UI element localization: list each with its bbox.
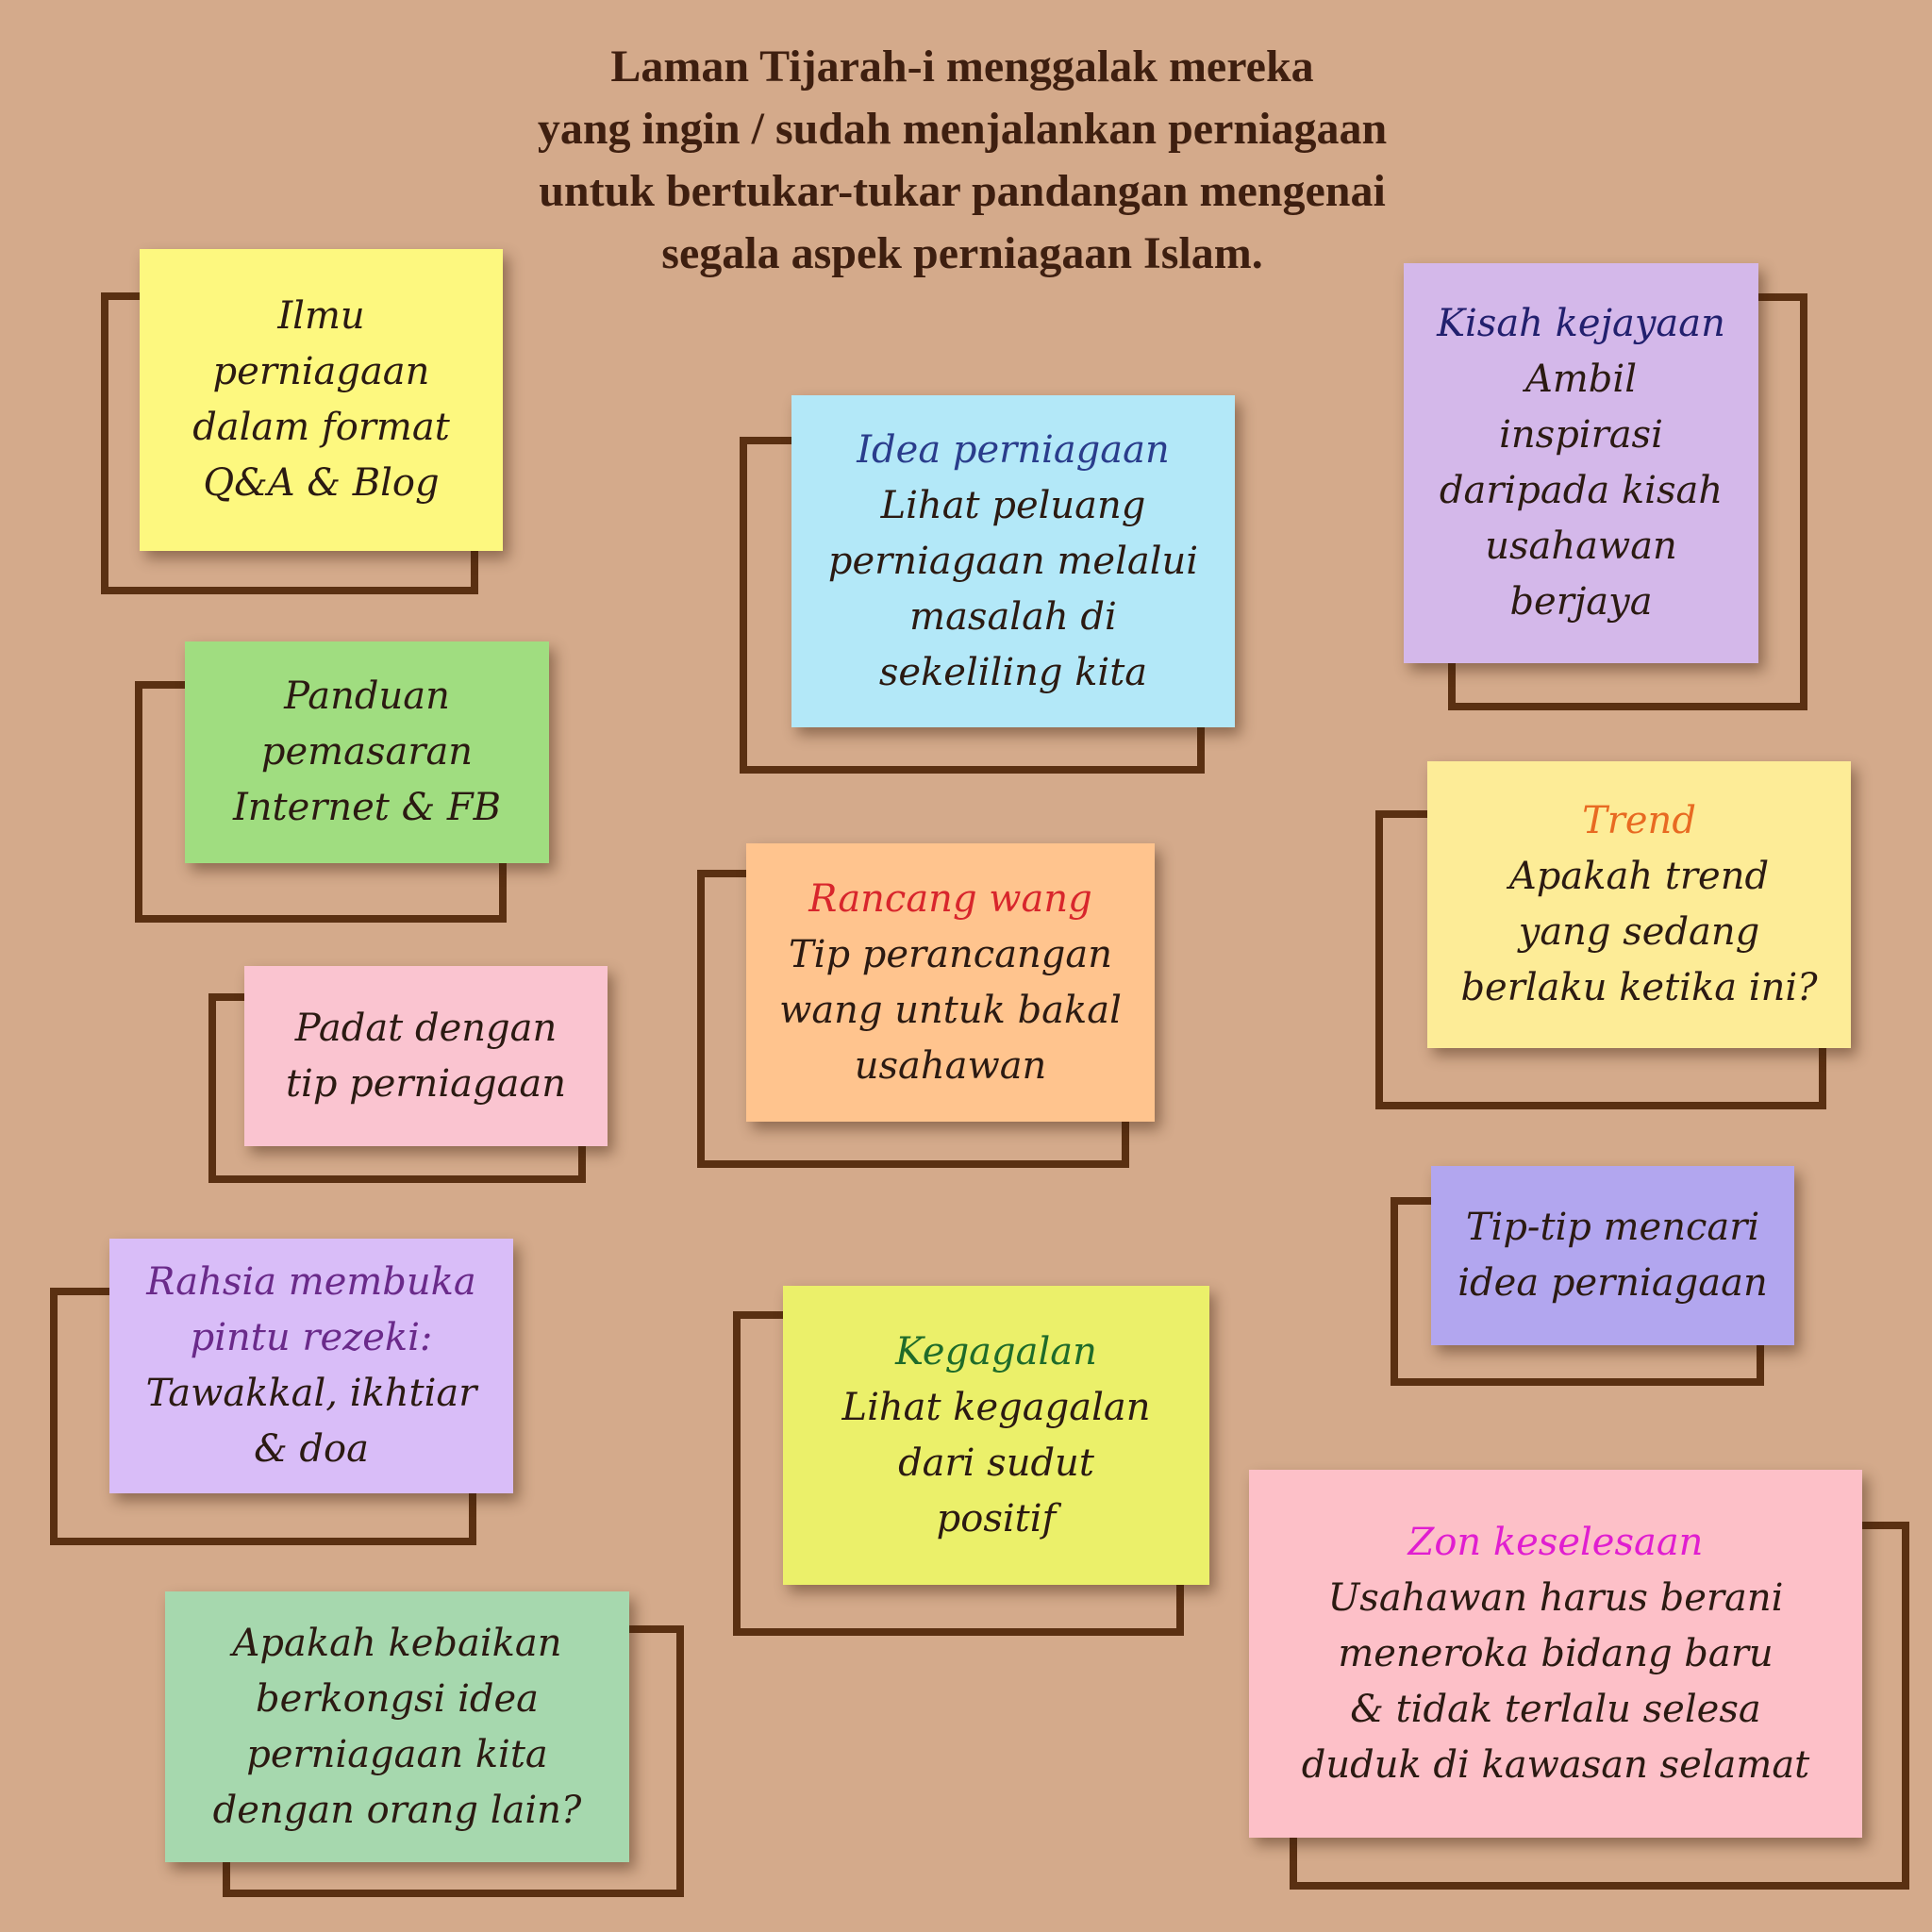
note-rancang: Rancang wang Tip perancangan wang untuk … [746,843,1155,1122]
note-body: Apakah kebaikan berkongsi idea perniagaa… [212,1621,582,1832]
note-idea: Idea perniagaan Lihat peluang perniagaan… [791,395,1235,727]
headline-line: untuk bertukar-tukar pandangan mengenai [539,166,1386,216]
note-kisah: Kisah kejayaan Ambil inspirasi daripada … [1404,263,1758,663]
note-kegagalan: Kegagalan Lihat kegagalan dari sudut pos… [783,1286,1209,1585]
note-body: Apakah trend yang sedang berlaku ketika … [1460,855,1818,1009]
note-body: Ilmu perniagaan dalam format Q&A & Blog [192,294,450,505]
note-body: Lihat peluang perniagaan melalui masalah… [827,483,1199,694]
note-zon: Zon keselesaan Usahawan harus berani men… [1249,1470,1862,1838]
note-ilmu: Ilmu perniagaan dalam format Q&A & Blog [140,249,503,551]
note-title: Zon keselesaan [1407,1520,1704,1564]
note-tiptip: Tip-tip mencari idea perniagaan [1431,1166,1794,1345]
headline-line: yang ingin / sudah menjalankan perniagaa… [537,104,1388,154]
note-title: Kisah kejayaan [1437,302,1725,345]
headline: Laman Tijarah-i menggalak mereka yang in… [415,36,1509,285]
note-rahsia: Rahsia membuka pintu rezeki: Tawakkal, i… [109,1239,513,1493]
note-title: Trend [1582,799,1696,842]
note-panduan: Panduan pemasaran Internet & FB [185,641,549,863]
note-trend: Trend Apakah trend yang sedang berlaku k… [1427,761,1851,1048]
note-title: Rahsia membuka pintu rezeki: [146,1260,476,1359]
note-body: Usahawan harus berani meneroka bidang ba… [1301,1575,1810,1787]
note-title: Rancang wang [808,876,1092,921]
note-padat: Padat dengan tip perniagaan [244,966,608,1146]
note-title: Kegagalan [895,1329,1097,1374]
note-body: Tawakkal, ikhtiar & doa [145,1372,477,1471]
note-body: Ambil inspirasi daripada kisah usahawan … [1439,358,1724,624]
note-title: Idea perniagaan [857,427,1170,472]
note-body: Panduan pemasaran Internet & FB [232,675,502,829]
headline-line: segala aspek perniagaan Islam. [661,228,1263,278]
note-body: Lihat kegagalan dari sudut positif [841,1385,1151,1541]
note-body: Tip-tip mencari idea perniagaan [1457,1206,1768,1305]
note-body: Padat dengan tip perniagaan [285,1006,567,1106]
headline-line: Laman Tijarah-i menggalak mereka [610,42,1314,92]
note-body: Tip perancangan wang untuk bakal usahawa… [779,932,1122,1088]
note-apakah: Apakah kebaikan berkongsi idea perniagaa… [165,1591,629,1862]
